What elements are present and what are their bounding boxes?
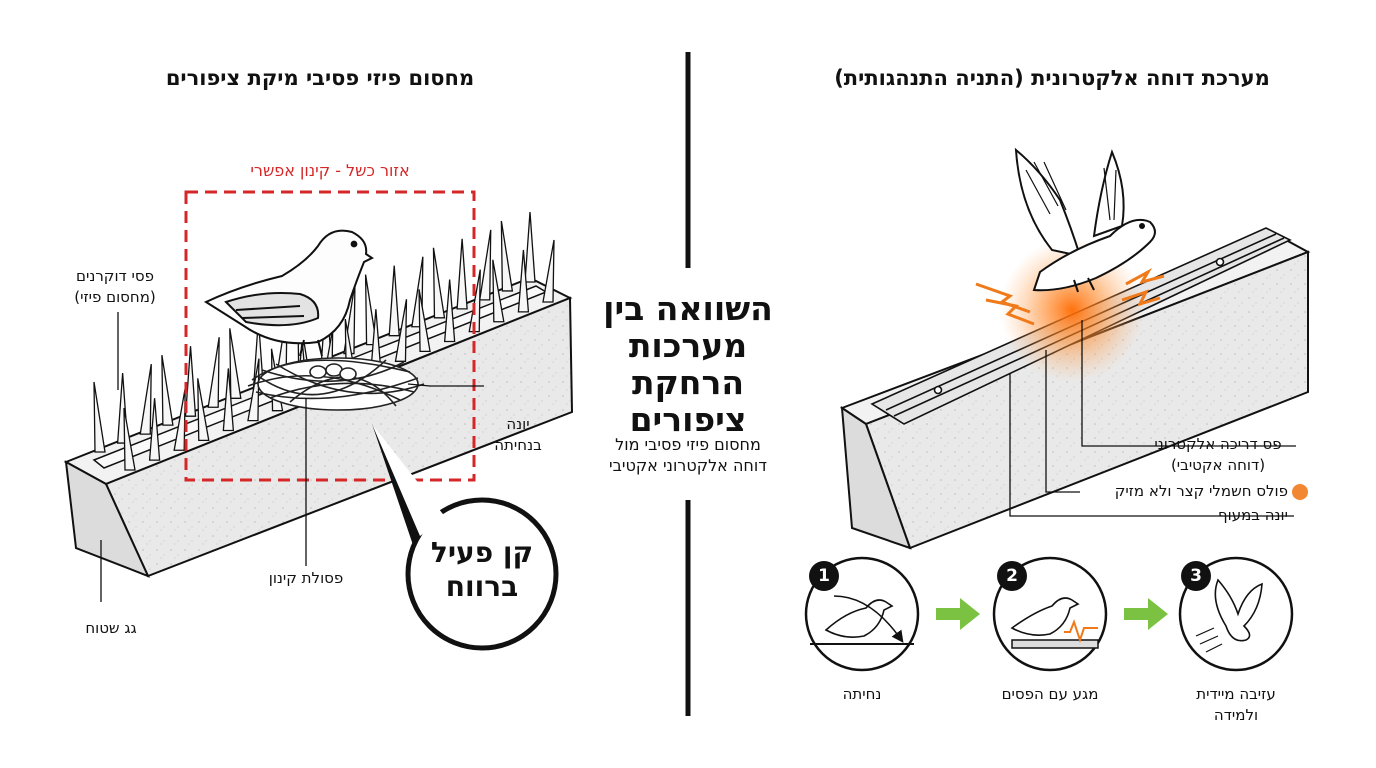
center-subtitle-line-1: מחסום פיזי פסיבי מול <box>615 435 761 454</box>
step-circle-1 <box>804 556 920 672</box>
pulse-label: פולס חשמלי קצר ולא מזיק <box>1114 482 1288 500</box>
spike <box>394 299 408 362</box>
nesting-pigeon <box>203 229 374 357</box>
spike <box>161 355 174 426</box>
pigeon-landing-label-line-2: בנחיתה <box>494 436 542 454</box>
pulse-effect <box>975 238 1165 382</box>
spike <box>184 346 197 417</box>
step-label-2: מגע עם הפסים <box>1001 685 1099 703</box>
spike <box>148 398 161 461</box>
speech-bubble-line-1: קן פעיל <box>430 536 534 569</box>
spike <box>492 259 505 323</box>
spike <box>197 378 210 442</box>
right-panel-title: מערכת דוחה אלקטרונית (התניה התנהגותית) <box>834 66 1270 90</box>
pigeon-landing-label-line-1: יונה <box>506 415 530 433</box>
spike <box>173 388 186 451</box>
rail-label: פס דריכה אלקטרוני (דוחה אקטיבי) <box>1118 434 1318 476</box>
center-title-line-2: מערכות <box>628 326 748 365</box>
failure-zone-label: אזור כשל - קינון אפשרי <box>250 161 410 180</box>
step-number-3: 3 <box>1190 566 1202 586</box>
spike <box>247 358 260 422</box>
step-circle-3 <box>1178 556 1294 672</box>
speech-bubble-text: קן פעיל ברווח <box>408 536 556 604</box>
spike <box>432 247 446 319</box>
step-label-3-line-1: עזיבה מיידית <box>1196 685 1276 703</box>
spike <box>229 328 242 399</box>
center-title-line-4: ציפורים <box>629 400 747 439</box>
spike <box>542 239 555 303</box>
flying-pigeon-label: יונה במעוף <box>1218 506 1288 524</box>
rail-label-line-1: פס דריכה אלקטרוני <box>1154 435 1282 453</box>
center-subtitle: מחסום פיזי פסיבי מול דוחה אלקטרוני אקטיב… <box>573 434 803 476</box>
spike <box>388 265 400 337</box>
step-number-badge-2 <box>997 561 1027 591</box>
nest-illustration <box>247 357 425 411</box>
step-circle-2 <box>992 556 1108 672</box>
spike <box>222 368 235 432</box>
spike <box>500 220 514 292</box>
spike <box>524 211 536 283</box>
spike <box>139 364 152 435</box>
right-leader-lines <box>1009 320 1296 517</box>
nest-debris-label: פסולת קינון <box>268 569 344 587</box>
rail-label-line-2: (דוחה אקטיבי) <box>1170 456 1266 474</box>
speech-bubble-line-2: ברווח <box>445 570 519 603</box>
center-title-line-3: הרחקת <box>631 363 745 402</box>
step-number-badge-3 <box>1181 561 1211 591</box>
pulse-bullet-icon <box>1292 484 1308 500</box>
spikes-label: פסי דוקרנים (מחסום פיזי) <box>40 266 190 308</box>
left-leader-lines <box>100 312 484 602</box>
step-label-3-line-2: ולמידה <box>1213 706 1259 724</box>
spike <box>123 407 136 471</box>
failure-zone-box <box>184 190 476 482</box>
left-panel-title: מחסום פיזי פסיבי מיקת ציפורים <box>165 66 475 90</box>
flying-pigeon <box>1014 147 1156 293</box>
center-subtitle-line-2: דוחה אלקטרוני אקטיבי <box>609 456 767 475</box>
spike-strip <box>93 211 555 471</box>
flat-roof-label: גג שטוח <box>85 619 137 637</box>
step-arrows <box>936 598 1168 630</box>
step-label-3: עזיבה מיידית ולמידה <box>1176 684 1296 726</box>
step-number-1: 1 <box>818 566 830 586</box>
speech-bubble <box>372 424 559 651</box>
spikes-label-line-2: (מחסום פיזי) <box>74 288 156 306</box>
spike <box>517 249 530 313</box>
spike <box>418 289 431 353</box>
spike <box>207 337 220 408</box>
step-number-badge-1 <box>809 561 839 591</box>
spike <box>456 238 468 310</box>
spikes-label-line-1: פסי דוקרנים <box>76 267 154 285</box>
center-title: השוואה בין מערכות הרחקת ציפורים <box>573 290 803 438</box>
step-label-1: נחיתה <box>842 685 882 703</box>
spike <box>478 229 492 301</box>
step-number-2: 2 <box>1006 566 1018 586</box>
spike <box>443 279 456 343</box>
spike <box>93 381 106 453</box>
center-title-line-1: השוואה בין <box>603 289 773 328</box>
pigeon-landing-label: יונה בנחיתה <box>478 414 558 456</box>
